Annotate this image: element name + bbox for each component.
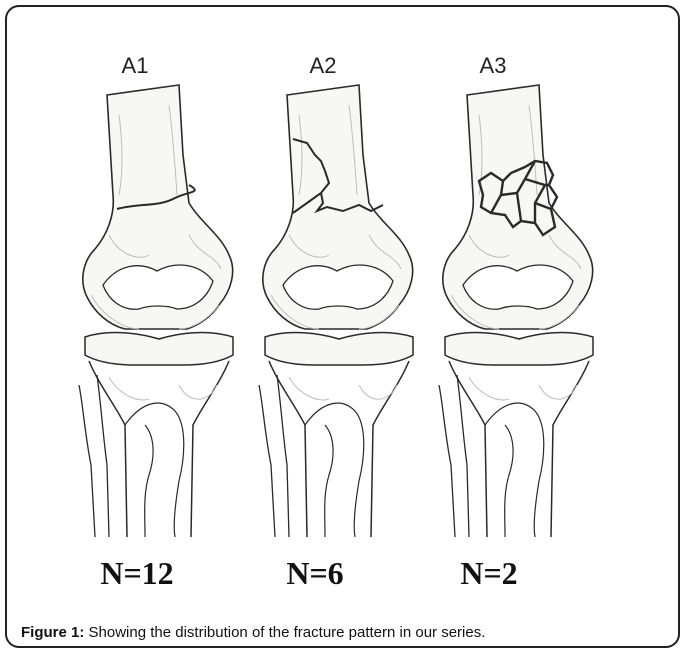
knee-illustration-a1 bbox=[79, 85, 269, 537]
panel-label-a1: A1 bbox=[105, 53, 165, 79]
panel-label-a2: A2 bbox=[293, 53, 353, 79]
count-label-a3: N=2 bbox=[419, 555, 559, 592]
knee-illustration-a3 bbox=[439, 85, 629, 537]
femur-tibia-drawing-a2 bbox=[259, 85, 413, 537]
knee-illustration-a2 bbox=[259, 85, 449, 537]
count-label-a2: N=6 bbox=[245, 555, 385, 592]
caption-prefix: Figure 1: bbox=[21, 624, 84, 641]
femur-tibia-drawing-a1 bbox=[79, 85, 233, 537]
figure-frame: A1 A2 A3 N=12 N=6 N=2 Figure 1: Showing … bbox=[5, 5, 680, 648]
caption-text: Showing the distribution of the fracture… bbox=[84, 624, 485, 641]
femur-tibia-drawing-a3 bbox=[439, 85, 593, 537]
figure-caption: Figure 1: Showing the distribution of th… bbox=[21, 624, 485, 641]
panel-label-a3: A3 bbox=[463, 53, 523, 79]
count-label-a1: N=12 bbox=[67, 555, 207, 592]
